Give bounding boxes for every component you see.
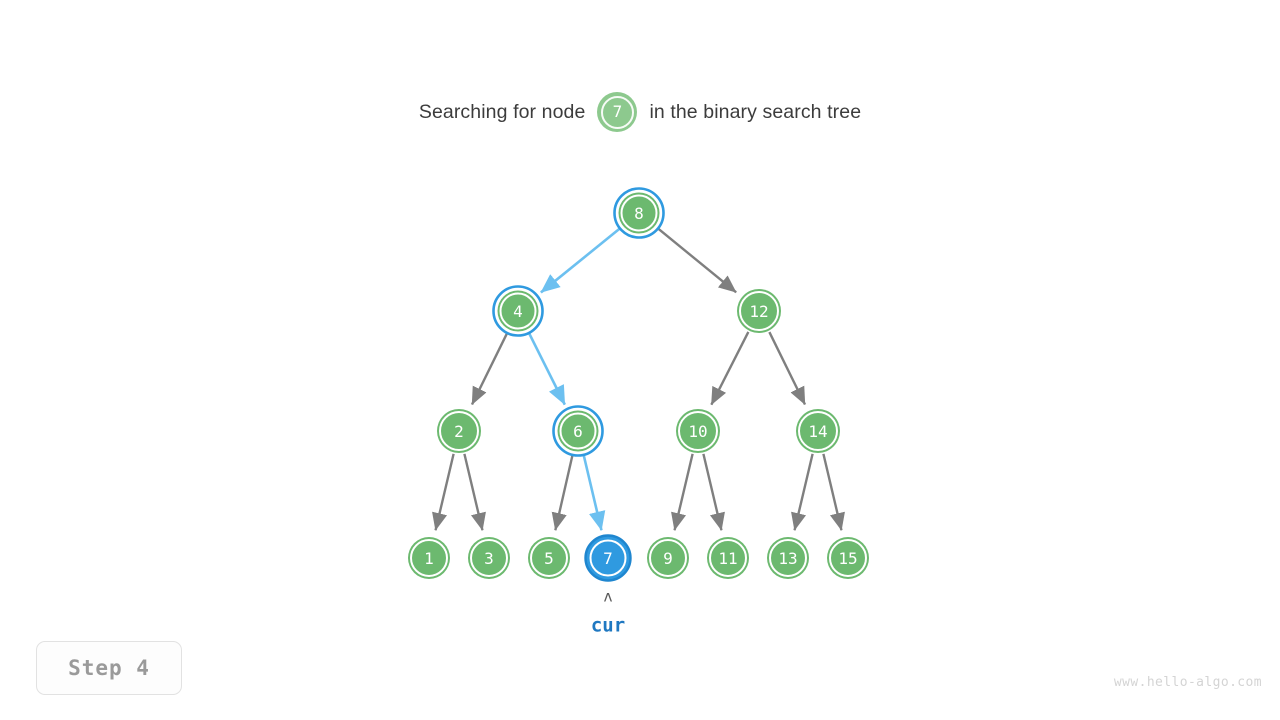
tree-edge bbox=[656, 226, 737, 294]
tree-edge bbox=[540, 226, 622, 294]
node-body bbox=[676, 409, 720, 453]
node-visited-ring bbox=[552, 405, 604, 457]
tree-node-9[interactable] bbox=[647, 537, 689, 579]
node-body bbox=[618, 192, 660, 234]
tree-node-1[interactable] bbox=[408, 537, 450, 579]
tree-node-7[interactable] bbox=[584, 534, 632, 582]
tree-edge bbox=[463, 453, 486, 531]
node-inner-ring bbox=[678, 411, 718, 451]
node-visited-ring bbox=[492, 285, 544, 337]
tree-node-5[interactable] bbox=[528, 537, 570, 579]
node-inner-ring bbox=[499, 292, 537, 330]
node-body bbox=[767, 537, 809, 579]
step-indicator: Step 4 bbox=[36, 641, 182, 695]
tree-edge bbox=[822, 453, 845, 531]
tree-node-15[interactable] bbox=[827, 537, 869, 579]
node-inner-ring bbox=[798, 411, 838, 451]
node-inner-ring bbox=[589, 539, 627, 577]
page-title: Searching for node 7 in the binary searc… bbox=[0, 92, 1280, 132]
tree-edge bbox=[551, 453, 574, 531]
tree-node-12[interactable] bbox=[737, 289, 781, 333]
node-body bbox=[408, 537, 450, 579]
tree-edge bbox=[432, 453, 455, 531]
node-body bbox=[707, 537, 749, 579]
tree-edge bbox=[582, 453, 606, 531]
title-prefix: Searching for node bbox=[418, 100, 586, 123]
node-inner-ring bbox=[410, 539, 448, 577]
step-label: Step 4 bbox=[68, 656, 150, 680]
node-body bbox=[497, 290, 539, 332]
tree-edge bbox=[768, 331, 807, 406]
cur-pointer-caret: ʌ bbox=[603, 587, 613, 606]
tree-node-14[interactable] bbox=[796, 409, 840, 453]
node-current-ring bbox=[584, 534, 632, 582]
node-inner-ring bbox=[559, 412, 597, 450]
tree-edge bbox=[527, 331, 566, 406]
tree-edge bbox=[710, 331, 750, 406]
edge-layer bbox=[432, 226, 845, 531]
cur-pointer-label: cur bbox=[590, 614, 626, 637]
tree-node-13[interactable] bbox=[767, 537, 809, 579]
tree-node-4[interactable] bbox=[492, 285, 544, 337]
title-suffix: in the binary search tree bbox=[649, 100, 862, 123]
tree-edge bbox=[791, 453, 814, 531]
tree-node-3[interactable] bbox=[468, 537, 510, 579]
node-inner-ring bbox=[530, 539, 568, 577]
node-visited-ring bbox=[613, 187, 665, 239]
node-body bbox=[647, 537, 689, 579]
tree-node-10[interactable] bbox=[676, 409, 720, 453]
tree-node-6[interactable] bbox=[552, 405, 604, 457]
node-inner-ring bbox=[649, 539, 687, 577]
node-body bbox=[468, 537, 510, 579]
tree-node-2[interactable] bbox=[437, 409, 481, 453]
node-body bbox=[437, 409, 481, 453]
node-inner-ring bbox=[709, 539, 747, 577]
tree-edge bbox=[702, 453, 725, 531]
node-inner-ring bbox=[439, 411, 479, 451]
node-inner-ring bbox=[739, 291, 779, 331]
node-body bbox=[737, 289, 781, 333]
node-layer bbox=[408, 187, 869, 582]
tree-edge bbox=[470, 331, 509, 406]
node-inner-ring bbox=[829, 539, 867, 577]
node-inner-ring bbox=[470, 539, 508, 577]
node-body bbox=[557, 410, 599, 452]
node-inner-ring bbox=[620, 194, 658, 232]
title-node-badge-value: 7 bbox=[612, 102, 623, 121]
tree-node-8[interactable] bbox=[613, 187, 665, 239]
node-body bbox=[827, 537, 869, 579]
tree-node-11[interactable] bbox=[707, 537, 749, 579]
node-inner-ring bbox=[769, 539, 807, 577]
watermark: www.hello-algo.com bbox=[1113, 675, 1262, 690]
node-body bbox=[528, 537, 570, 579]
tree-edge bbox=[671, 453, 694, 531]
title-node-badge: 7 bbox=[597, 92, 638, 132]
node-body bbox=[796, 409, 840, 453]
